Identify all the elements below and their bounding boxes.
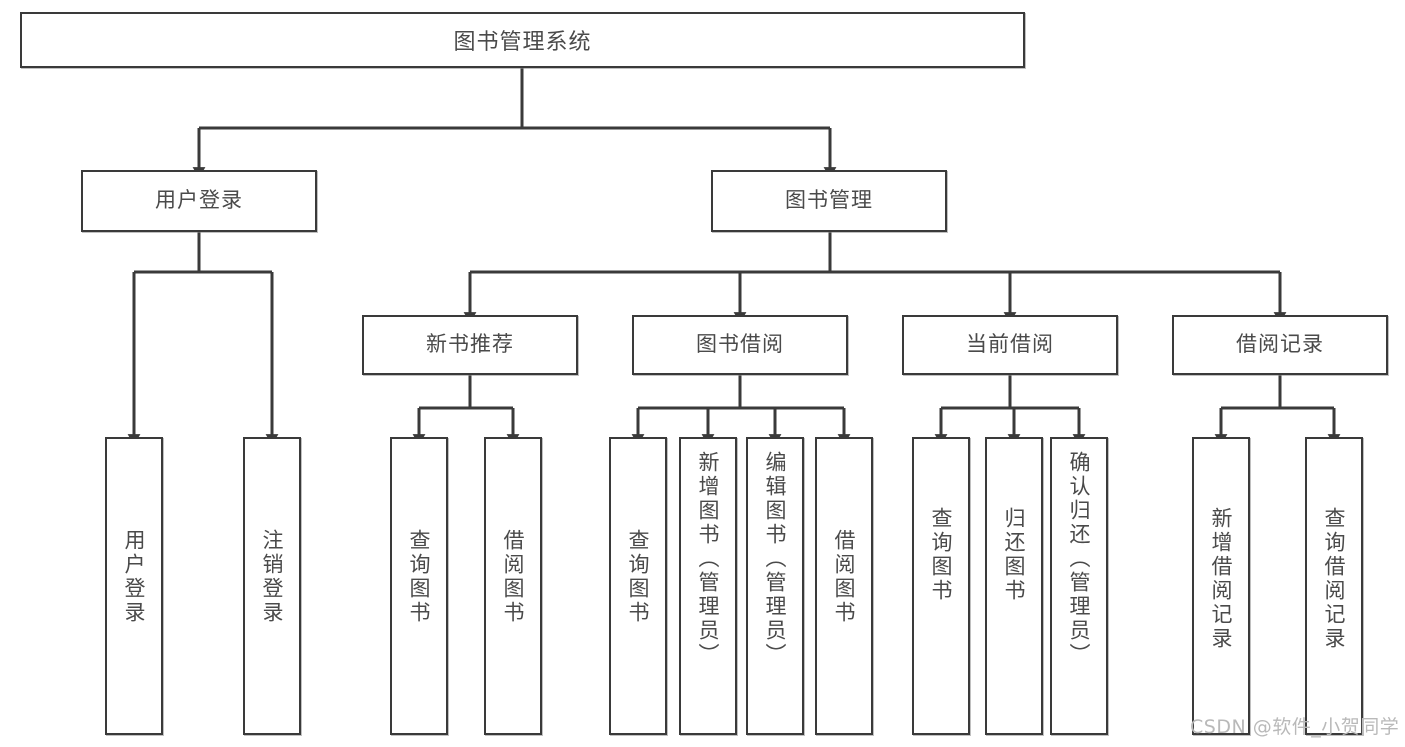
node-leaf-query-book-2[interactable]: 查询图书 xyxy=(609,437,667,735)
node-leaf-user-login-label: 用户登录 xyxy=(122,529,147,625)
node-leaf-borrow-book-2-label: 借阅图书 xyxy=(832,529,857,625)
csdn-watermark: CSDN @软件_小贺同学 xyxy=(1190,716,1400,738)
node-leaf-borrow-book-1-label: 借阅图书 xyxy=(501,529,526,625)
node-user-login[interactable]: 用户登录 xyxy=(81,170,317,232)
node-leaf-edit-book[interactable]: 编辑图书（管理员） xyxy=(746,437,804,735)
node-leaf-borrow-book-1[interactable]: 借阅图书 xyxy=(484,437,542,735)
node-leaf-query-book-1-label: 查询图书 xyxy=(407,529,432,625)
node-book-manage[interactable]: 图书管理 xyxy=(711,170,947,232)
node-leaf-logout-label: 注销登录 xyxy=(260,529,285,625)
node-leaf-return-book-label: 归还图书 xyxy=(1002,507,1027,603)
node-book-borrow[interactable]: 图书借阅 xyxy=(632,315,848,375)
node-current-borrow[interactable]: 当前借阅 xyxy=(902,315,1118,375)
node-root[interactable]: 图书管理系统 xyxy=(20,12,1025,68)
node-leaf-query-book-3-label: 查询图书 xyxy=(929,507,954,603)
node-leaf-query-borrow-record[interactable]: 查询借阅记录 xyxy=(1305,437,1363,735)
node-new-book-recommend[interactable]: 新书推荐 xyxy=(362,315,578,375)
node-leaf-query-book-2-label: 查询图书 xyxy=(626,529,651,625)
node-leaf-confirm-return-label: 确认归还（管理员） xyxy=(1067,451,1092,667)
node-leaf-add-book-label: 新增图书（管理员） xyxy=(696,451,721,667)
node-leaf-query-book-3[interactable]: 查询图书 xyxy=(912,437,970,735)
node-leaf-confirm-return[interactable]: 确认归还（管理员） xyxy=(1050,437,1108,735)
node-leaf-add-borrow-record[interactable]: 新增借阅记录 xyxy=(1192,437,1250,735)
node-leaf-return-book[interactable]: 归还图书 xyxy=(985,437,1043,735)
node-leaf-add-book[interactable]: 新增图书（管理员） xyxy=(679,437,737,735)
node-leaf-user-login[interactable]: 用户登录 xyxy=(105,437,163,735)
node-leaf-add-borrow-record-label: 新增借阅记录 xyxy=(1209,507,1234,651)
node-leaf-borrow-book-2[interactable]: 借阅图书 xyxy=(815,437,873,735)
node-borrow-record[interactable]: 借阅记录 xyxy=(1172,315,1388,375)
node-leaf-edit-book-label: 编辑图书（管理员） xyxy=(763,451,788,667)
node-leaf-query-book-1[interactable]: 查询图书 xyxy=(390,437,448,735)
node-leaf-logout[interactable]: 注销登录 xyxy=(243,437,301,735)
node-leaf-query-borrow-record-label: 查询借阅记录 xyxy=(1322,507,1347,651)
